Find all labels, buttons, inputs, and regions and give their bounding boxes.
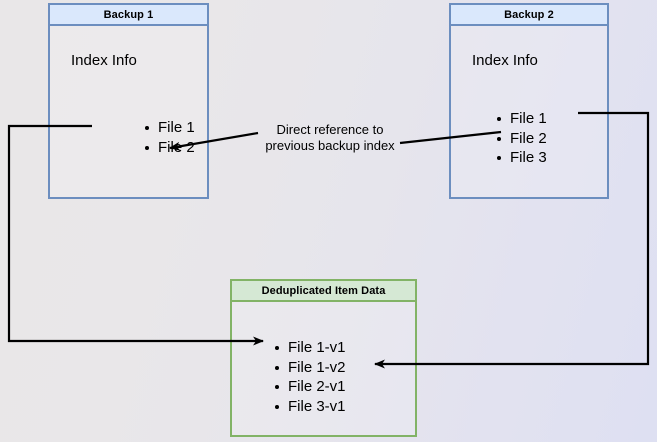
- list-item: File 1-v2: [273, 358, 346, 378]
- deduplicated-item-data-title: Deduplicated Item Data: [232, 281, 415, 302]
- backup-1-title: Backup 1: [50, 5, 207, 26]
- backup-1-file-list: File 1 File 2: [143, 118, 195, 157]
- list-item: File 2-v1: [273, 377, 346, 397]
- direct-reference-label: Direct reference to previous backup inde…: [265, 122, 395, 153]
- backup-1-body: Index Info File 1 File 2: [50, 26, 207, 197]
- list-item: File 3-v1: [273, 397, 346, 417]
- backup-2-box[interactable]: Backup 2 Index Info File 1 File 2 File 3: [449, 3, 609, 199]
- deduplicated-item-data-box[interactable]: Deduplicated Item Data File 1-v1 File 1-…: [230, 279, 417, 437]
- deduplicated-item-data-body: File 1-v1 File 1-v2 File 2-v1 File 3-v1: [232, 302, 415, 435]
- backup-2-title: Backup 2: [451, 5, 607, 26]
- backup-2-index-info-label: Index Info: [472, 52, 538, 69]
- backup-2-body: Index Info File 1 File 2 File 3: [451, 26, 607, 197]
- list-item: File 1: [143, 118, 195, 138]
- list-item: File 1-v1: [273, 338, 346, 358]
- backup-2-file-list: File 1 File 2 File 3: [495, 109, 547, 168]
- backup-1-box[interactable]: Backup 1 Index Info File 1 File 2: [48, 3, 209, 199]
- list-item: File 2: [495, 129, 547, 149]
- backup-1-index-info-label: Index Info: [71, 52, 137, 69]
- list-item: File 2: [143, 138, 195, 158]
- list-item: File 1: [495, 109, 547, 129]
- dedup-item-list: File 1-v1 File 1-v2 File 2-v1 File 3-v1: [273, 338, 346, 416]
- list-item: File 3: [495, 148, 547, 168]
